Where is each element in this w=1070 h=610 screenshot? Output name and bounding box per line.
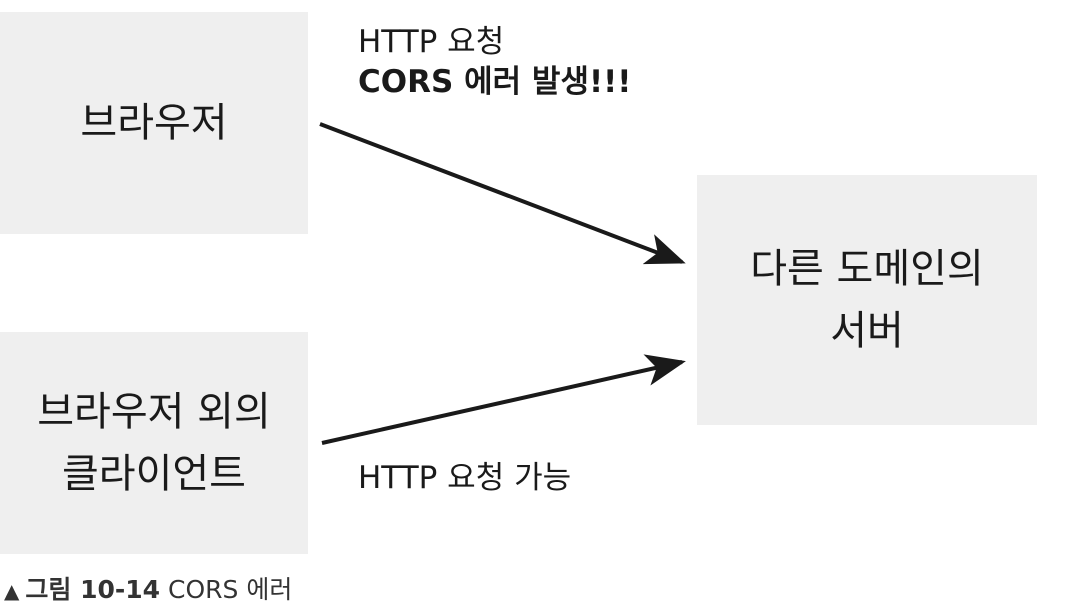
other-client-node-label-line-2: 클라이언트	[61, 451, 246, 497]
server-node-label-line-2: 서버	[830, 308, 904, 354]
other-client-node: 브라우저 외의 클라이언트	[0, 332, 308, 554]
figure-number: 그림 10-14	[25, 575, 161, 604]
http-request-label: HTTP 요청	[358, 24, 505, 60]
other-client-node-label-line-1: 브라우저 외의	[37, 389, 271, 435]
browser-node-label: 브라우저	[80, 100, 228, 146]
figure-title: CORS 에러	[168, 575, 293, 604]
figure-caption: ▲그림 10-14 CORS 에러	[4, 574, 292, 607]
arrow-client-to-server	[321, 354, 686, 445]
triangle-marker-icon: ▲	[4, 579, 20, 603]
bottom-edge-label: HTTP 요청 가능	[358, 460, 572, 496]
top-edge-label: HTTP 요청 CORS 에러 발생!!!	[358, 22, 631, 102]
browser-node: 브라우저	[0, 12, 308, 234]
other-domain-server-node: 다른 도메인의 서버	[697, 175, 1037, 425]
arrow-browser-to-server	[319, 122, 686, 265]
server-node-label-line-1: 다른 도메인의	[750, 246, 984, 292]
cors-error-label: CORS 에러 발생!!!	[358, 64, 632, 100]
